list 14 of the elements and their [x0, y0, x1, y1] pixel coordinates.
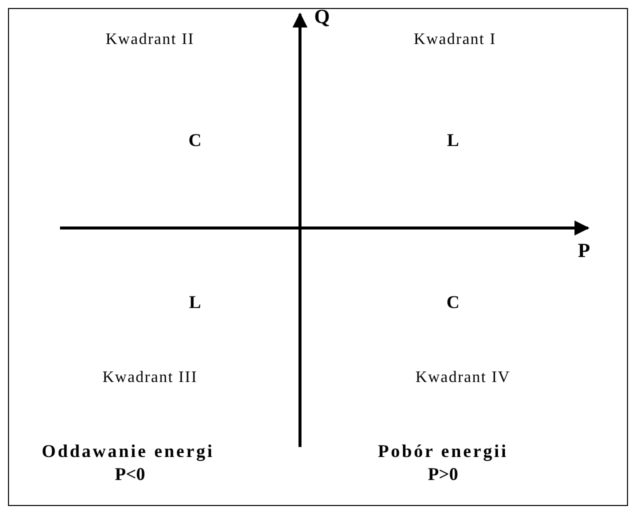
quadrant-letter: C [446, 293, 460, 311]
energy-note: Oddawanie energi [42, 442, 214, 460]
quadrant-label: Kwadrant IV [416, 370, 510, 386]
energy-note: Pobór energii [378, 442, 508, 460]
quadrant-label: Kwadrant III [102, 370, 198, 386]
quadrant-letter: L [447, 131, 459, 149]
energy-note: P<0 [114, 465, 146, 483]
quadrant-letter: L [189, 293, 201, 311]
quadrant-letter: C [188, 131, 202, 149]
energy-note: P>0 [428, 465, 458, 483]
axis-label: P [578, 241, 590, 261]
quadrant-label: Kwadrant II [106, 32, 194, 48]
quadrant-label: Kwadrant I [414, 32, 496, 48]
axis-label: Q [314, 7, 330, 27]
